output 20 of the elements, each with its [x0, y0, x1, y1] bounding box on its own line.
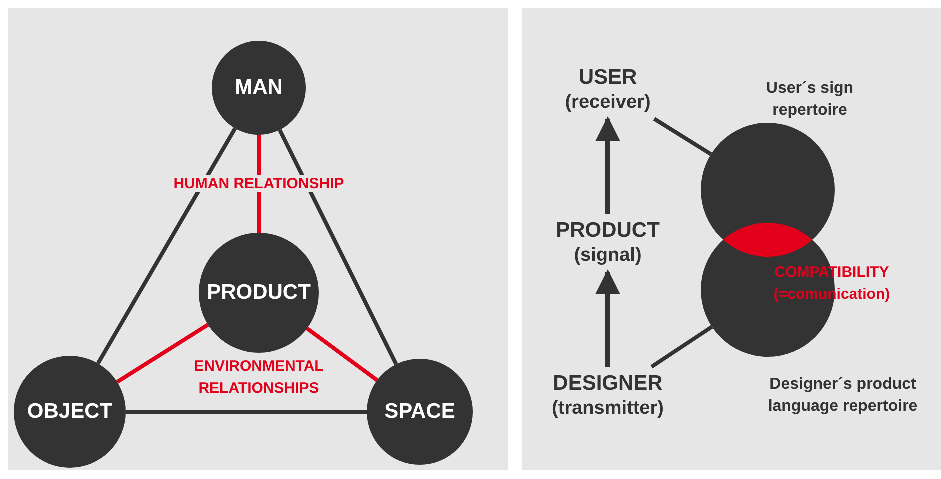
connector-line — [653, 117, 712, 156]
node-title: DESIGNER — [553, 371, 663, 396]
circle-caption: Designer´s product language repertoire — [767, 375, 919, 417]
connector-line — [116, 323, 210, 384]
relationship-label: ENVIRONMENTAL RELATIONSHIPS — [193, 357, 325, 399]
node-subtitle: (receiver) — [565, 91, 651, 115]
arrow — [596, 270, 620, 367]
node-subtitle: (signal) — [574, 244, 642, 268]
connector-line — [96, 128, 238, 365]
connector-line — [306, 327, 379, 382]
node-title: PRODUCT — [556, 218, 660, 243]
arrow — [596, 116, 620, 214]
connector-line — [278, 129, 398, 366]
connector-line — [126, 410, 367, 414]
edge-label: HUMAN RELATIONSHIP — [172, 176, 346, 192]
connector-line — [257, 135, 261, 233]
connector-line — [650, 325, 714, 369]
circle-caption: User´s sign repertoire — [765, 79, 855, 121]
node-title: USER — [578, 65, 638, 90]
node-subtitle: (transmitter) — [552, 397, 664, 421]
